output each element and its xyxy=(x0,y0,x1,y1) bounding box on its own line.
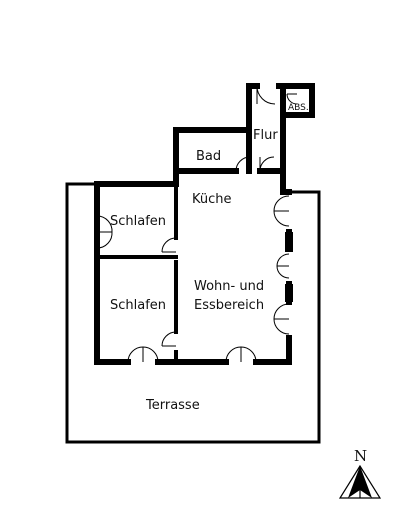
room-label-abs: ABS. xyxy=(288,103,309,113)
room-label-schlafen-1: Schlafen xyxy=(110,214,166,229)
room-label-flur: Flur xyxy=(253,128,278,143)
north-arrow-icon: N xyxy=(338,447,382,499)
room-label-wohn-line1: Wohn- und xyxy=(194,279,264,294)
north-label: N xyxy=(354,447,367,465)
room-label-schlafen-2: Schlafen xyxy=(110,298,166,313)
room-label-bad: Bad xyxy=(196,149,221,164)
interior-walls xyxy=(95,169,178,364)
room-label-kueche: Küche xyxy=(192,192,232,207)
terrace-outline xyxy=(65,182,321,444)
room-label-wohn-line2: Essbereich xyxy=(194,298,264,313)
door-swings xyxy=(96,85,298,363)
windows-right xyxy=(285,232,293,302)
room-label-terrasse: Terrasse xyxy=(145,398,200,413)
